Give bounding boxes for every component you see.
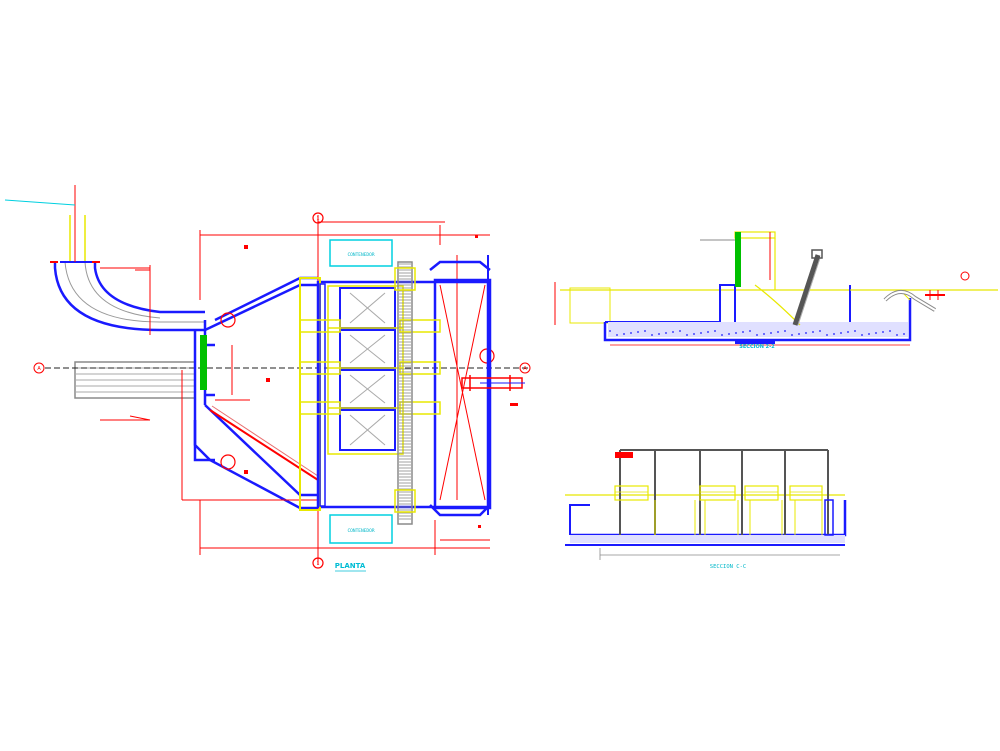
section-line-a xyxy=(33,362,531,374)
screw-conveyor xyxy=(394,261,416,525)
plan-dimensions xyxy=(181,221,490,555)
section-2-2: SECCION 2-2 xyxy=(554,231,998,350)
axis-label-1-top: 1 xyxy=(317,216,320,222)
elevation-marks xyxy=(244,235,518,528)
inlet-pipe xyxy=(74,361,196,421)
plan-view: CONTENEDOR CONTENEDOR PLANTA A A 1 1 xyxy=(4,185,531,572)
axis-label-a-right: A xyxy=(523,366,527,372)
axis-label-a-left: A xyxy=(37,366,41,372)
outlet-valve xyxy=(461,375,525,391)
screen-channels xyxy=(339,287,396,451)
section-c-c: SECCION C-C xyxy=(565,449,847,570)
container-bottom xyxy=(329,514,393,544)
axis-label-1-bottom: 1 xyxy=(317,561,320,567)
inlet-curved-channel xyxy=(4,185,205,335)
containers: CONTENEDOR CONTENEDOR xyxy=(329,239,393,544)
container-bottom-label: CONTENEDOR xyxy=(347,528,374,534)
container-top-label: CONTENEDOR xyxy=(347,252,374,258)
plan-title: PLANTA xyxy=(335,562,366,570)
container-top xyxy=(329,239,393,267)
section-c-c-title: SECCION C-C xyxy=(710,564,746,570)
channel-yellow-outline xyxy=(299,285,441,455)
section-2-2-title: SECCION 2-2 xyxy=(739,344,775,350)
